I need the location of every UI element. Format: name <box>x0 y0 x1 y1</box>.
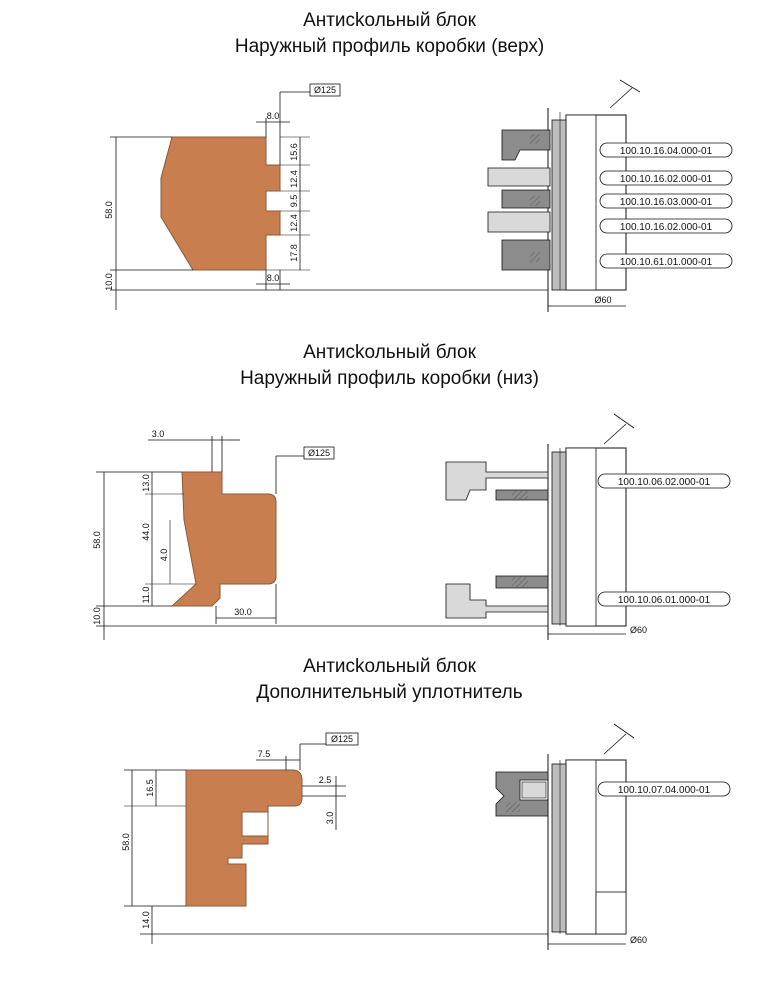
section2-dim-seg2: 44.0 <box>141 523 151 541</box>
section3-dim-groove: 2.5 <box>319 775 332 785</box>
section1-dim-seg3: 9.5 <box>289 195 299 208</box>
section1-code-5: 100.10.61.01.000-01 <box>620 257 713 268</box>
section2-title-line2: Наружный профиль коробки (низ) <box>240 368 539 389</box>
section1-diameter-bottom: Ø60 <box>594 295 611 305</box>
section2-dim-bottom-width: 30.0 <box>234 607 252 617</box>
section3-cutter-block: Ø60 <box>495 723 647 950</box>
section2-title-line1: Антисkольный блок <box>303 342 476 363</box>
section1-dim-height: 58.0 <box>104 201 114 219</box>
section2-dim-seg3: 4.0 <box>159 549 169 562</box>
section1-title-line1: Антисkольный блок <box>303 10 476 31</box>
section1-profile: 58.0 10.0 8.0 Ø125 15.6 12.4 9.5 12.4 17… <box>104 83 548 310</box>
section1-dim-seg5: 17.8 <box>289 244 299 262</box>
section1-dim-seg4: 12.4 <box>289 214 299 232</box>
section1-diameter-top: Ø125 <box>314 85 336 95</box>
section1-code-4: 100.10.16.02.000-01 <box>620 222 713 233</box>
section1-dim-top-width: 8.0 <box>267 111 280 121</box>
section2-codes: 100.10.06.02.000-01 100.10.06.01.000-01 <box>597 473 731 607</box>
section3-dim-height: 58.0 <box>121 833 131 851</box>
section1-wood-profile <box>160 136 281 271</box>
section1-dim-seg1: 15.6 <box>289 143 299 161</box>
section3-profile: 7.5 Ø125 2.5 3.0 16.5 58.0 14.0 <box>121 732 548 944</box>
section3-diameter-bottom: Ø60 <box>630 935 647 945</box>
section2-dim-seg1: 13.0 <box>141 474 151 492</box>
section2-dim-top-width: 3.0 <box>152 429 165 439</box>
section2-code-1: 100.10.06.02.000-01 <box>618 477 711 488</box>
section1-code-3: 100.10.16.03.000-01 <box>620 197 713 208</box>
section3-title-line2: Дополнительный уплотнитель <box>256 682 523 703</box>
section3-dim-top-width: 7.5 <box>258 749 271 759</box>
section3-title-line1: Антисkольный блок <box>303 656 476 677</box>
section2-diameter-top: Ø125 <box>308 448 330 458</box>
section3-wood-profile <box>185 769 303 907</box>
section2-dim-seg4: 11.0 <box>141 587 151 604</box>
section3-dim-seg1: 16.5 <box>145 779 155 797</box>
section3-dim-groove-depth: 3.0 <box>325 812 335 825</box>
section3-dim-offset: 14.0 <box>141 911 151 929</box>
section1-dim-bottom-width: 8.0 <box>267 273 280 283</box>
section1-dim-offset: 10.0 <box>104 273 114 291</box>
section3-code-1: 100.10.07.04.000-01 <box>618 785 711 796</box>
section2-diameter-bottom: Ø60 <box>630 625 647 635</box>
section1-title-line2: Наружный профиль коробки (верх) <box>234 36 545 57</box>
section3-codes: 100.10.07.04.000-01 <box>597 781 731 797</box>
section2-wood-profile <box>170 471 277 607</box>
section1-codes: 100.10.16.04.000-01 100.10.16.02.000-01 … <box>599 142 733 269</box>
section1-code-1: 100.10.16.04.000-01 <box>620 146 713 157</box>
section1-dim-seg2: 12.4 <box>289 170 299 188</box>
section2-dim-height: 58.0 <box>92 531 102 549</box>
section2-code-2: 100.10.06.01.000-01 <box>618 595 711 606</box>
section3-diameter-top: Ø125 <box>331 734 353 744</box>
section2-dim-offset: 10.0 <box>92 607 102 625</box>
section1-code-2: 100.10.16.02.000-01 <box>620 174 713 185</box>
section2-profile: 3.0 Ø125 58.0 10.0 13.0 44.0 4.0 11.0 <box>92 429 548 640</box>
